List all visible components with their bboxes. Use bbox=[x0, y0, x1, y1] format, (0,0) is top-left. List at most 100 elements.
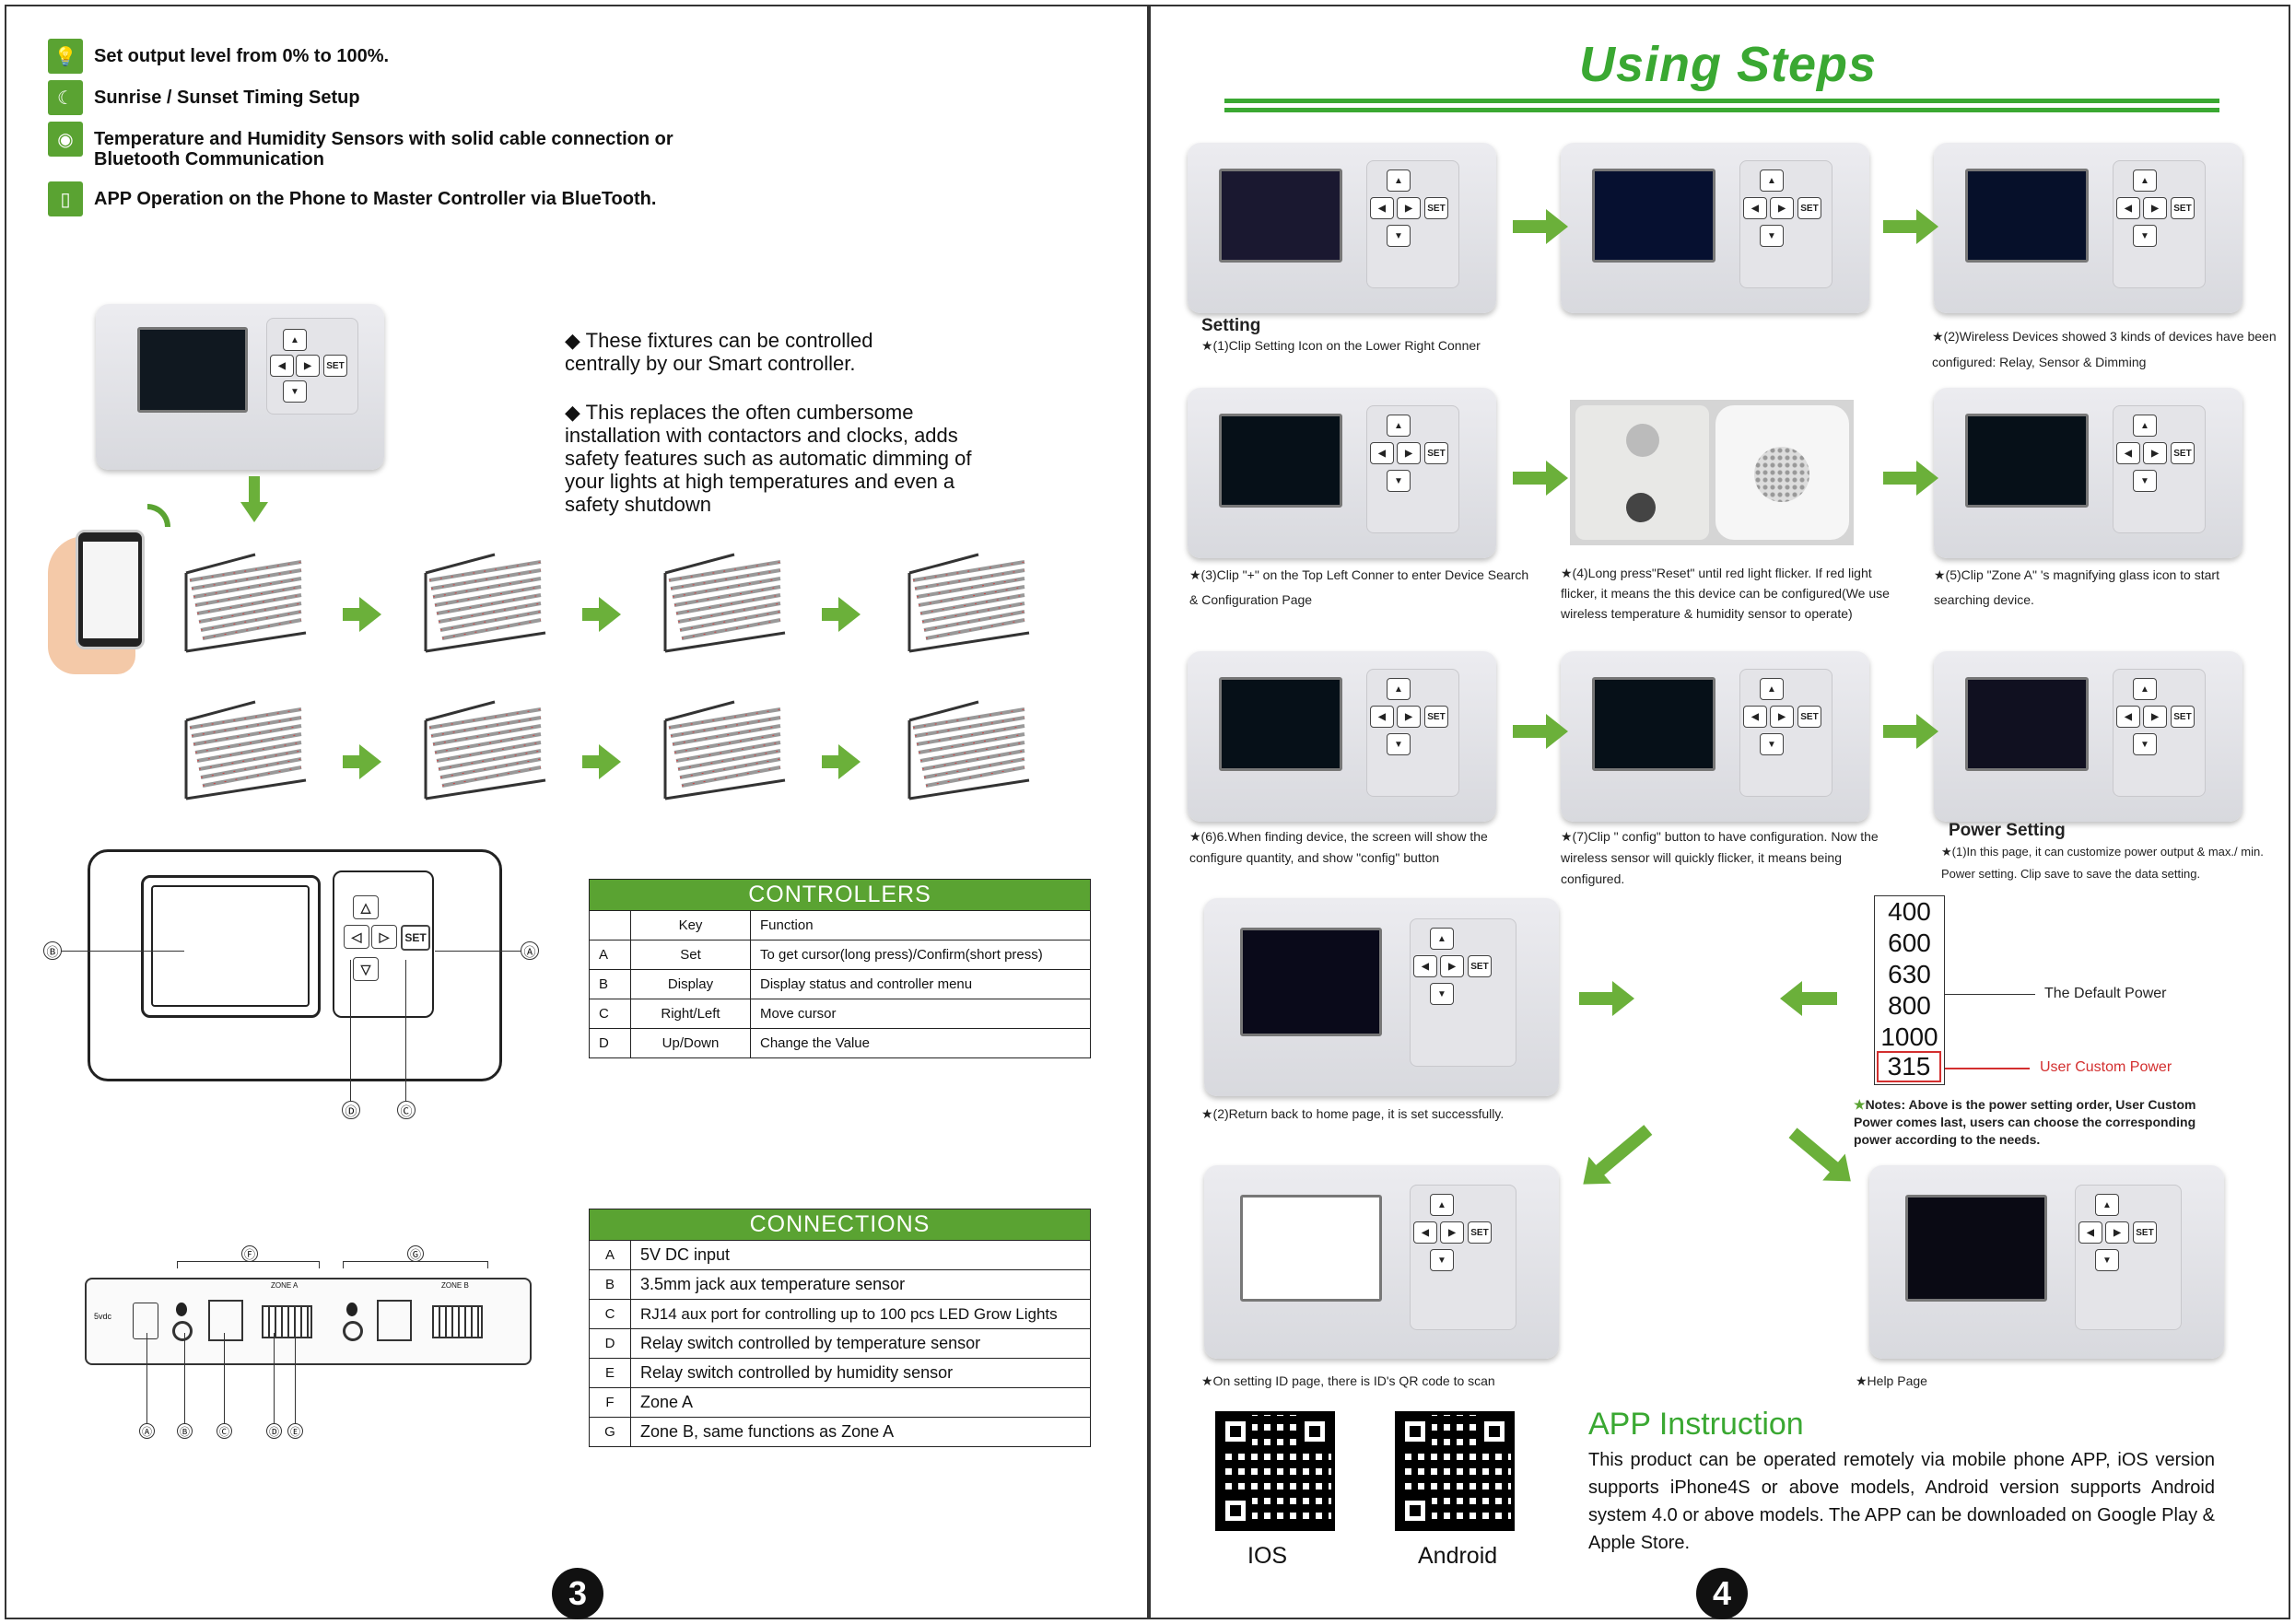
flow-arrow bbox=[343, 597, 381, 632]
device-keypad: ▲◀▶SET▼ bbox=[1366, 669, 1459, 797]
cell: Zone B, same functions as Zone A bbox=[630, 1417, 1091, 1447]
set-key: SET bbox=[1797, 197, 1821, 219]
flow-arrow bbox=[1579, 981, 1634, 1016]
set-key: SET bbox=[1797, 706, 1821, 728]
down-key: ▼ bbox=[1387, 470, 1411, 492]
zone-a-label: ZONE A bbox=[271, 1281, 299, 1290]
device-screen bbox=[1592, 677, 1715, 771]
page-number: 3 bbox=[552, 1568, 603, 1619]
device-screen bbox=[1240, 928, 1382, 1036]
cell: A bbox=[589, 1240, 631, 1270]
power-value: 1000 bbox=[1880, 1022, 1938, 1051]
down-key: ▼ bbox=[1387, 733, 1411, 755]
right-key: ▶ bbox=[1397, 442, 1421, 464]
down-key: ▼ bbox=[1430, 1249, 1454, 1271]
custom-power-line bbox=[1945, 1068, 2030, 1069]
power-value: 630 bbox=[1888, 960, 1931, 988]
left-key: ◀ bbox=[2078, 1221, 2102, 1244]
device-keypad: ▲◀▶SET▼ bbox=[2113, 669, 2206, 797]
flow-arrow bbox=[822, 597, 861, 632]
device-screen bbox=[1592, 169, 1715, 263]
caption-id: ★On setting ID page, there is ID's QR co… bbox=[1201, 1373, 1495, 1388]
feature-output: 💡 Set output level from 0% to 100%. bbox=[48, 39, 389, 74]
title-rule bbox=[1224, 108, 2219, 112]
master-controller-image: ▲ ◀ ▶ SET ▼ bbox=[96, 304, 384, 470]
port-label-d: Ⓓ bbox=[266, 1423, 282, 1439]
cell: E bbox=[589, 1358, 631, 1388]
left-key: ◀ bbox=[1743, 197, 1767, 219]
set-key: SET bbox=[323, 355, 347, 377]
controller-device: ▲◀▶SET▼ bbox=[1934, 388, 2242, 558]
zone-a-bracket bbox=[177, 1261, 320, 1268]
relay-terminal-b bbox=[432, 1305, 483, 1338]
left-key: ◀ bbox=[1370, 706, 1394, 728]
diagram-right-key: ▷ bbox=[371, 925, 397, 949]
page-4: Using Steps ▲◀▶SET▼▲◀▶SET▼▲◀▶SET▼▲◀▶SET▼… bbox=[1149, 5, 2290, 1619]
controller-screen bbox=[137, 327, 248, 413]
controllers-title: CONTROLLERS bbox=[589, 879, 1091, 911]
callout-line-d bbox=[350, 960, 351, 1103]
feature-sunrise: ☾ Sunrise / Sunset Timing Setup bbox=[48, 80, 360, 115]
cell: B bbox=[589, 969, 631, 999]
down-key: ▼ bbox=[2133, 225, 2157, 247]
default-power-label: The Default Power bbox=[2044, 986, 2167, 1001]
default-power-line bbox=[1945, 994, 2035, 995]
cell: 5V DC input bbox=[630, 1240, 1091, 1270]
right-key: ▶ bbox=[1397, 197, 1421, 219]
device-screen bbox=[1240, 1195, 1382, 1302]
grow-light-fixture bbox=[177, 693, 315, 808]
controller-device: ▲◀▶SET▼ bbox=[1934, 143, 2242, 313]
up-key: ▲ bbox=[2133, 415, 2157, 437]
power-value: 600 bbox=[1888, 929, 1931, 957]
diagonal-arrow bbox=[1788, 1127, 1840, 1174]
set-key: SET bbox=[1468, 955, 1492, 977]
up-key: ▲ bbox=[2133, 169, 2157, 192]
up-key: ▲ bbox=[283, 329, 307, 351]
right-key: ▶ bbox=[2143, 706, 2167, 728]
ios-label: IOS bbox=[1247, 1543, 1288, 1569]
grow-light-fixture bbox=[900, 693, 1038, 808]
jack-port bbox=[343, 1321, 363, 1341]
title-rule bbox=[1224, 99, 2219, 103]
notes-text: Notes: Above is the power setting order,… bbox=[1854, 1097, 2196, 1147]
bulb-icon: 💡 bbox=[48, 39, 83, 74]
up-key: ▲ bbox=[1387, 678, 1411, 700]
set-key: SET bbox=[1424, 197, 1448, 219]
power-notes: ★Notes: Above is the power setting order… bbox=[1854, 1097, 2196, 1147]
down-key: ▼ bbox=[2133, 733, 2157, 755]
device-keypad: ▲◀▶SET▼ bbox=[1410, 1185, 1516, 1330]
device-keypad: ▲◀▶SET▼ bbox=[2113, 160, 2206, 288]
connections-title: CONNECTIONS bbox=[589, 1209, 1091, 1241]
down-key: ▼ bbox=[2133, 470, 2157, 492]
bullet-2: ◆ This replaces the often cumbersome ins… bbox=[565, 401, 972, 516]
device-keypad: ▲◀▶SET▼ bbox=[1366, 405, 1459, 533]
set-key: SET bbox=[2171, 442, 2195, 464]
sensor-icon: ◉ bbox=[48, 122, 83, 157]
phone-app-screen bbox=[83, 542, 138, 638]
cell: Display status and controller menu bbox=[750, 969, 1091, 999]
device-keypad: ▲◀▶SET▼ bbox=[1739, 160, 1832, 288]
controller-device: ▲◀▶SET▼ bbox=[1188, 651, 1496, 822]
power-value: 800 bbox=[1888, 991, 1931, 1020]
controller-device: ▲◀▶SET▼ bbox=[1204, 1165, 1559, 1359]
diagram-left-key: ◁ bbox=[344, 925, 369, 949]
flow-arrow bbox=[1883, 461, 1938, 496]
flow-arrow bbox=[582, 597, 621, 632]
grow-light-fixture bbox=[416, 693, 555, 808]
caption-step-1: ★(1)Clip Setting Icon on the Lower Right… bbox=[1201, 338, 1481, 353]
grow-light-fixture bbox=[900, 545, 1038, 660]
label-a: Ⓐ bbox=[521, 941, 539, 960]
header-cell bbox=[589, 910, 631, 941]
device-screen bbox=[1905, 1195, 2047, 1302]
up-key: ▲ bbox=[1387, 415, 1411, 437]
callout-line-c bbox=[405, 960, 406, 1103]
android-qr-code bbox=[1395, 1411, 1515, 1531]
cell: RJ14 aux port for controlling up to 100 … bbox=[630, 1299, 1091, 1329]
cell: Change the Value bbox=[750, 1028, 1091, 1058]
cell: Zone A bbox=[630, 1387, 1091, 1418]
device-keypad: ▲◀▶SET▼ bbox=[1366, 160, 1459, 288]
controller-device: ▲◀▶SET▼ bbox=[1188, 143, 1496, 313]
